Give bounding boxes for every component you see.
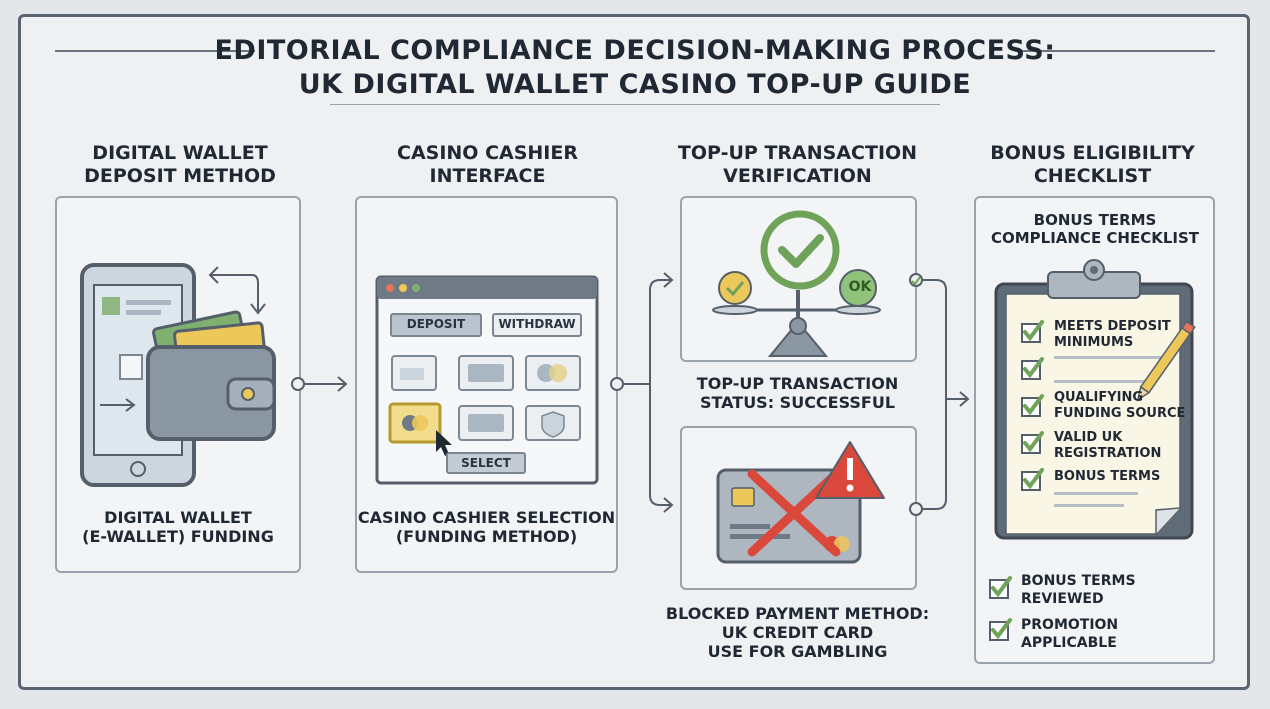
wallet-header: DIGITAL WALLET DEPOSIT METHOD [84,142,276,187]
checklist-item: MEETS DEPOSIT MINIMUMS [1054,319,1171,350]
clipboard-title: BONUS TERMS COMPLIANCE CHECKLIST [990,211,1200,247]
bonus-check-item: BONUS TERMS REVIEWED [1021,573,1136,607]
bonus-header: BONUS ELIGIBILITY CHECKLIST [990,142,1195,187]
title-rule-right [1015,50,1215,52]
wallet-caption: DIGITAL WALLET (E-WALLET) FUNDING [82,508,274,546]
checkbox-icon [1021,431,1044,454]
cursor-icon [436,430,452,456]
select-button[interactable]: SELECT [446,452,526,474]
checklist-item: BONUS TERMS [1054,469,1161,484]
title-underline [330,104,940,105]
checklist-item: QUALIFYING FUNDING SOURCE [1054,390,1186,421]
sync-arrow-icon [210,274,259,311]
verification-header: TOP-UP TRANSACTION VERIFICATION [677,142,918,187]
big-check-icon [760,210,840,290]
diagram-title-line2: UK DIGITAL WALLET CASINO TOP-UP GUIDE [298,69,972,100]
withdraw-button[interactable]: WITHDRAW [492,313,582,337]
pencil-icon [1136,320,1196,402]
blocked-card-illustration [716,441,885,564]
checkbox-icon [989,576,1012,599]
bonus-check-item: PROMOTION APPLICABLE [1021,617,1119,651]
ok-badge-label: OK [848,279,872,295]
diagram-title-line1: EDITORIAL COMPLIANCE DECISION-MAKING PRO… [214,35,1056,66]
checkbox-icon [1021,394,1044,417]
checkbox-icon [1021,320,1044,343]
wallet-icon [146,310,276,441]
success-caption: TOP-UP TRANSACTION STATUS: SUCCESSFUL [696,374,899,412]
checklist-item: VALID UK REGISTRATION [1054,430,1162,461]
blocked-caption: BLOCKED PAYMENT METHOD: UK CREDIT CARD U… [665,604,930,661]
title-rule-left [55,50,255,52]
deposit-button[interactable]: DEPOSIT [390,313,482,337]
cashier-header: CASINO CASHIER INTERFACE [397,142,578,187]
wallet-illustration [80,263,276,487]
balance-scale-icon [712,210,881,357]
clipboard-icon [994,259,1196,540]
small-check-icon [718,271,752,305]
checkbox-icon [989,618,1012,641]
checkbox-icon [1021,357,1044,380]
checkbox-icon [1021,468,1044,491]
cashier-caption: CASINO CASHIER SELECTION (FUNDING METHOD… [357,508,616,546]
